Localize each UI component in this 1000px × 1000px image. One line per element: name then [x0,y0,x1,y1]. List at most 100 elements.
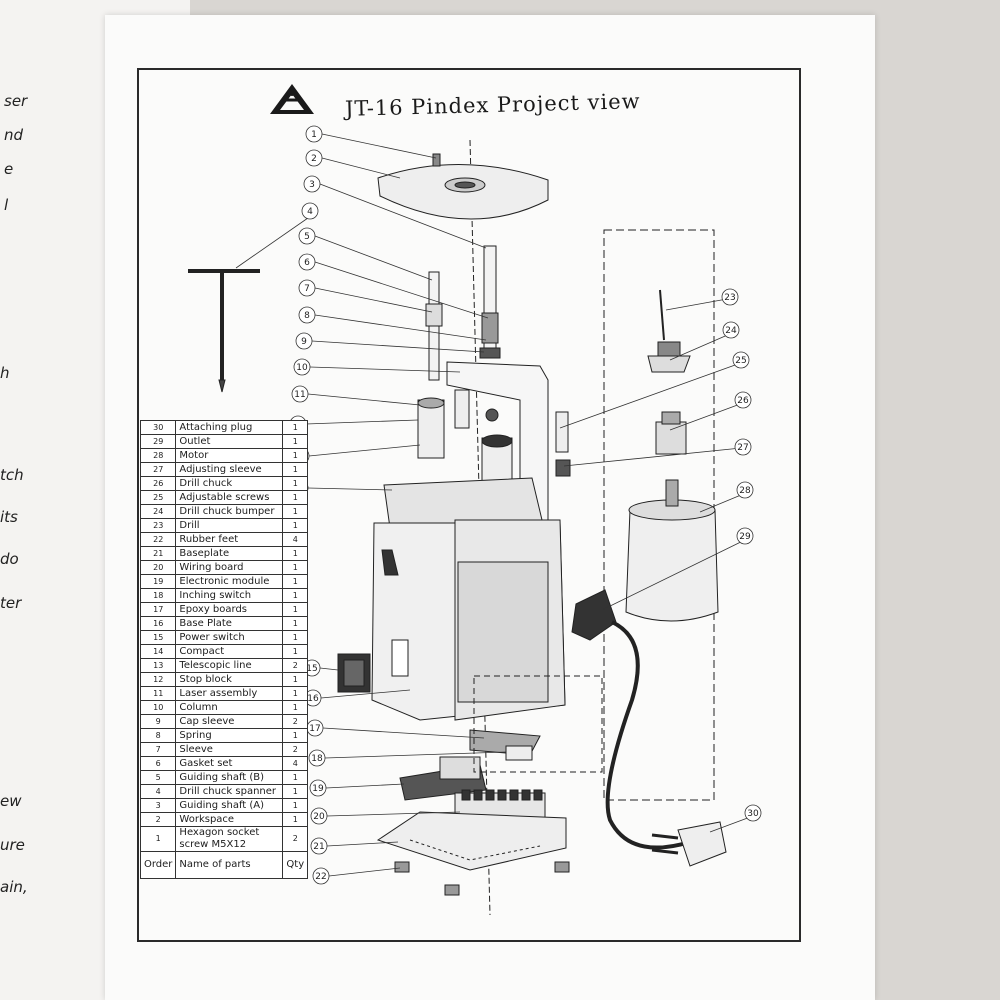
parts-cell-name: Compact [175,644,284,659]
callout-leader-line [319,667,339,671]
callout-leader-line [311,340,485,353]
parts-cell-qty: 2 [282,714,309,729]
parts-cell-order: 17 [139,602,177,617]
parts-cell-qty: 2 [282,742,309,757]
callout-circle [732,351,750,369]
parts-cell-order: 6 [139,756,177,771]
callout-number: 3 [309,180,315,190]
parts-cell-order: 28 [139,448,177,463]
parts-cell-qty: 1 [282,560,309,575]
callout-number: 7 [304,284,310,294]
parts-cell-name: Column [175,700,284,715]
parts-cell-order: 27 [139,462,177,477]
parts-cell-order: 11 [139,686,177,701]
parts-cell-qty: 1 [282,686,309,701]
parts-cell-qty: 1 [282,602,309,617]
callout-leader-line [325,783,405,789]
callout-leader-line [314,261,489,319]
callout-circle [298,279,316,297]
callout-leader-line [308,444,421,457]
callout-number: 25 [735,356,746,366]
left-page-text-fragment: ew [0,792,22,810]
callout-number: 8 [304,311,310,321]
parts-cell-order: 1 [139,826,177,852]
parts-cell-qty: 1 [282,476,309,491]
callout-leader-line [559,359,750,429]
parts-cell-qty: 1 [282,672,309,687]
callout-number: 28 [739,486,751,496]
parts-cell-name: Wiring board [175,560,284,575]
callout-number: 15 [306,664,317,674]
parts-cell-order: 9 [139,714,177,729]
parts-cell-qty: 1 [282,462,309,477]
parts-cell-name: Sleeve [175,742,284,757]
parts-cell-order: 30 [139,420,177,435]
parts-cell-order: 20 [139,560,177,575]
callout-number: 24 [725,326,737,336]
callout-leader-line [322,727,485,739]
parts-cell-order: 2 [139,812,177,827]
callout-circle [301,202,319,220]
parts-cell-order: 3 [139,798,177,813]
callout-circle [744,804,762,822]
callout-number: 21 [313,842,324,852]
parts-cell-name: Drill chuck [175,476,284,491]
left-page-text-fragment: ser [4,92,28,110]
parts-cell-order: 8 [139,728,177,743]
parts-cell-name: Epoxy boards [175,602,284,617]
callout-circle [736,481,754,499]
parts-cell-name: Gasket set [175,756,284,771]
parts-cell-name: Baseplate [175,546,284,561]
callout-leader-line [309,366,461,373]
parts-cell-qty: 2 [282,826,309,852]
callout-leader-line [326,811,461,817]
callout-number: 23 [724,293,735,303]
callout-leader-line [321,133,437,159]
callout-circle [298,227,316,245]
parts-cell-order: 13 [139,658,177,673]
callout-number: 29 [739,532,751,542]
parts-cell-order: 21 [139,546,177,561]
parts-cell-order: 4 [139,784,177,799]
parts-cell-name: Motor [175,448,284,463]
parts-cell-order: 22 [139,532,177,547]
callout-leader-line [314,235,433,281]
parts-cell-qty: 1 [282,770,309,785]
callout-number: 22 [315,872,326,882]
parts-cell-name: Telescopic line [175,658,284,673]
parts-cell-order: 25 [139,490,177,505]
callout-leader-line [326,841,399,847]
parts-cell-order: 23 [139,518,177,533]
left-page-text-fragment: do [0,550,19,568]
callout-circle [305,149,323,167]
parts-cell-order: 24 [139,504,177,519]
parts-cell-order: 14 [139,644,177,659]
parts-cell-order: 26 [139,476,177,491]
left-page-text-fragment: its [0,508,18,526]
callout-circle [308,749,326,767]
callout-leader-line [235,210,319,269]
left-page-text-fragment: ain, [0,878,28,896]
parts-cell-name: Drill [175,518,284,533]
callout-circle [722,321,740,339]
left-page-text-fragment: nd [4,126,24,144]
callout-number: 18 [311,754,323,764]
callout-leader-line [314,314,487,341]
parts-cell-order: 12 [139,672,177,687]
parts-cell-name: Hexagon socket screw M5X12 [175,826,284,852]
left-page-text-fragment: h [0,364,10,382]
callout-leader-line [324,751,507,759]
parts-cell-qty: 4 [282,756,309,771]
